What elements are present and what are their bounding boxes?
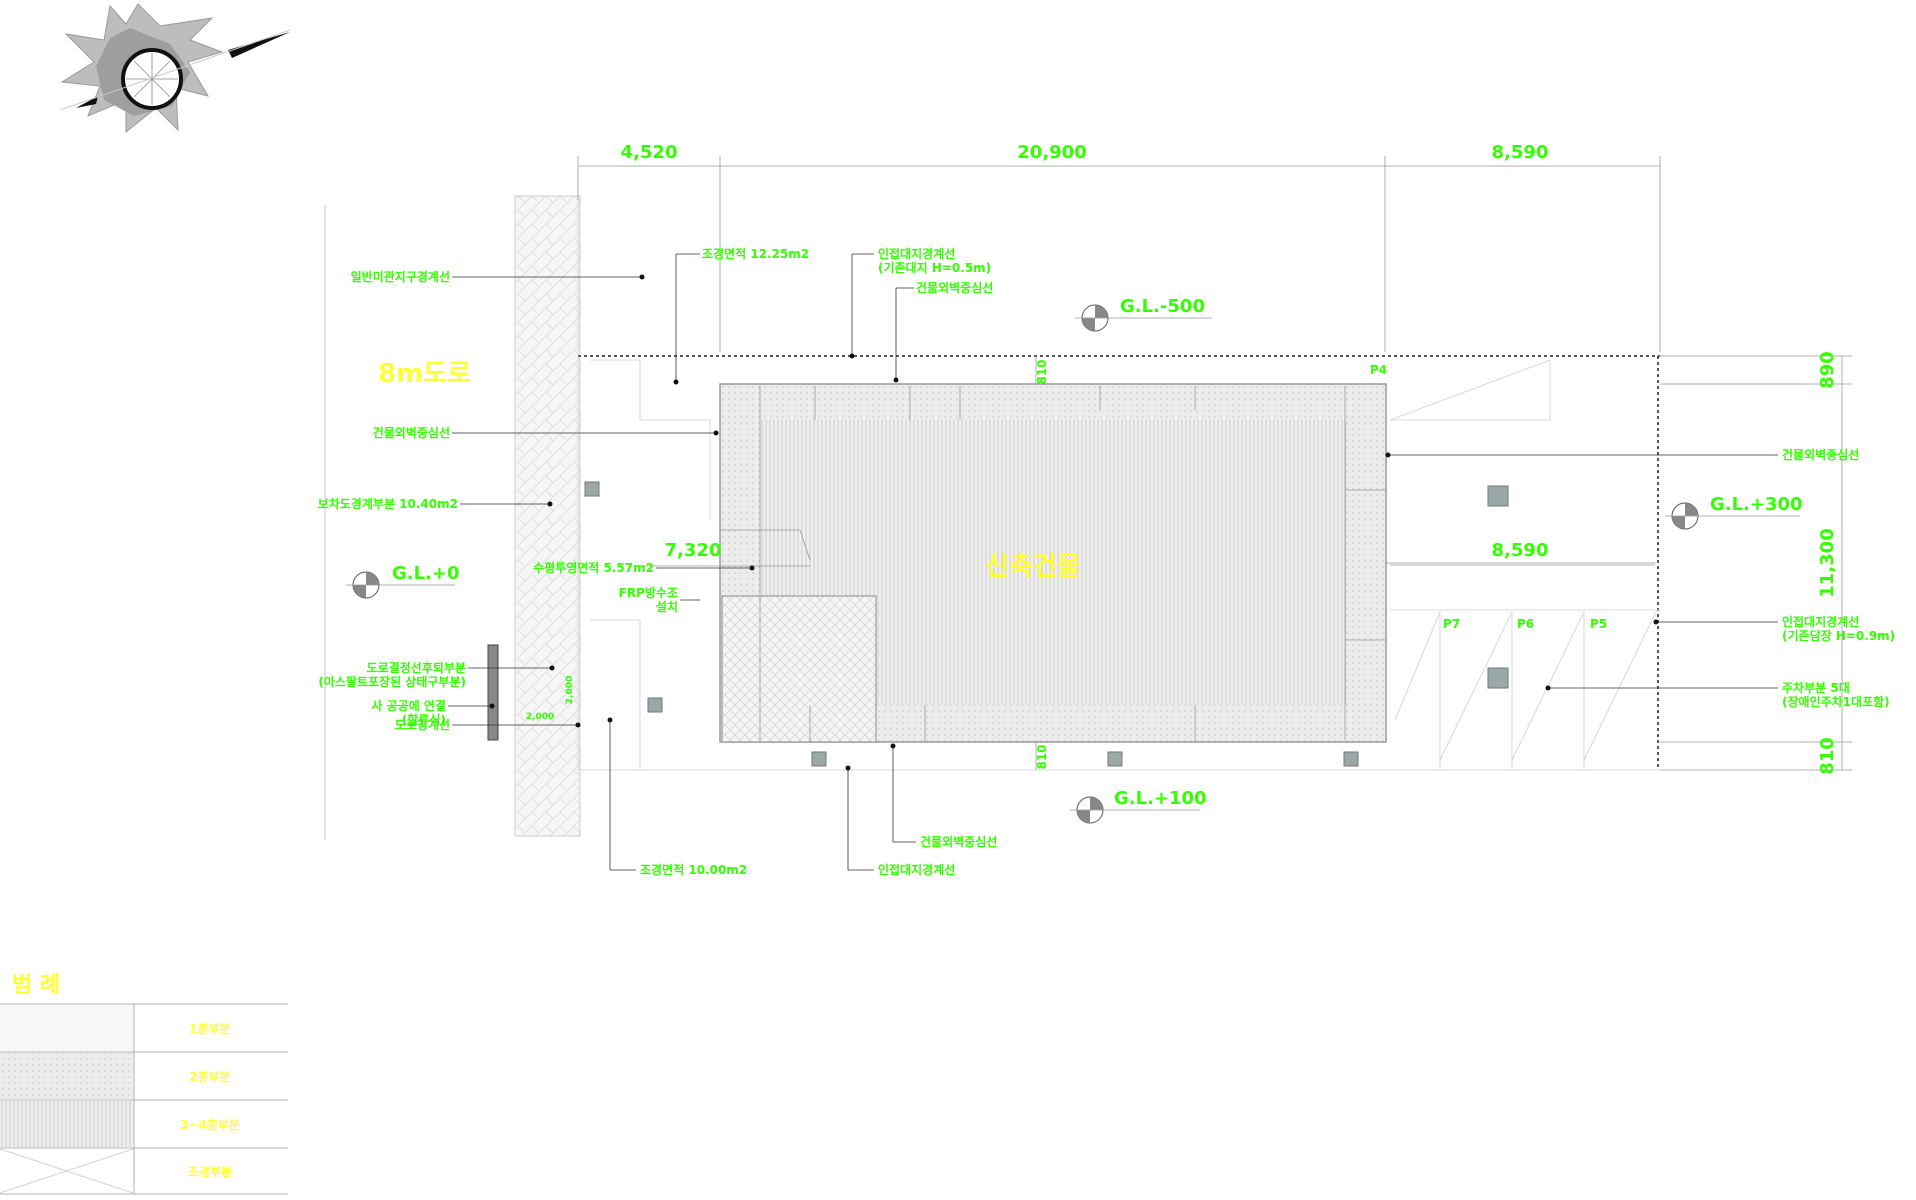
dimension-right-3: 810 — [1817, 737, 1838, 775]
legend-item-2: 2층부분 — [189, 1069, 230, 1084]
dimension-inner-right: 8,590 — [1492, 540, 1549, 561]
annotation-left-5: 사 공공에 연결(합류식) — [371, 698, 446, 727]
level-south: G.L.+100 — [1114, 788, 1207, 809]
level-east: G.L.+300 — [1710, 494, 1803, 515]
legend-swatch-3 — [0, 1101, 133, 1147]
dimension-top-2: 20,900 — [1017, 142, 1086, 163]
manhole-element — [487, 644, 499, 741]
annotation-top-2: 인접대지경계선(기존대지 H=0.5m) — [878, 246, 991, 275]
road-label: 8m도로 — [378, 359, 471, 389]
building-label: 신축건물 — [985, 552, 1081, 582]
sidewalk-area — [514, 195, 581, 837]
legend-title: 범 례 — [12, 973, 60, 998]
level-marker-north — [1075, 304, 1212, 332]
legend-item-4: 조경부분 — [188, 1165, 232, 1179]
middle-annotations — [656, 565, 755, 601]
annotation-middle-1: 수평투영면적 5.57m2 — [533, 560, 654, 575]
annotation-left-2: 건물외벽중심선 — [373, 425, 450, 440]
parking-stalls — [1394, 611, 1657, 770]
level-marker-west — [346, 571, 455, 599]
parking-p4: P4 — [1370, 363, 1387, 377]
top-annotations — [673, 253, 914, 385]
legend: 범 례 1층부분 2층부분 3~4층부분 조경부분 — [0, 973, 288, 1195]
compass-icon — [59, 3, 291, 134]
annotation-bottom-1: 조경면적 10.00m2 — [640, 862, 747, 877]
dimension-right-2: 11,300 — [1817, 528, 1838, 597]
annotation-right-2: 인접대지경계선(기존담장 H=0.9m) — [1782, 614, 1895, 643]
bottom-annotations — [607, 717, 916, 871]
legend-swatch-1 — [0, 1005, 133, 1051]
annotation-right-3: 주차부분 5대(장애인주차1대포함) — [1782, 680, 1890, 709]
level-west: G.L.+0 — [392, 563, 460, 584]
dimension-top-1: 4,520 — [621, 142, 678, 163]
annotation-bottom-2: 건물외벽중심선 — [920, 834, 997, 849]
dimension-top-3: 8,590 — [1492, 142, 1549, 163]
parking-p6: P6 — [1517, 617, 1534, 631]
level-north: G.L.-500 — [1120, 296, 1205, 317]
building-wing — [721, 595, 877, 743]
annotation-top-1: 조경면적 12.25m2 — [702, 246, 809, 261]
dimension-right-1: 890 — [1817, 351, 1838, 389]
right-dimension-line — [1660, 355, 1852, 771]
dimension-small-horizontal: 2,000 — [526, 712, 554, 722]
annotation-bottom-3: 인접대지경계선 — [878, 862, 955, 877]
dimension-building-bottom: 810 — [1035, 744, 1049, 769]
left-annotations — [448, 274, 719, 728]
dimension-small-vertical: 2,000 — [565, 676, 575, 704]
annotation-left-6: 도로경계선 — [395, 717, 450, 732]
annotation-top-3: 건물외벽중심선 — [916, 280, 993, 295]
right-annotations — [1385, 452, 1778, 691]
legend-item-3: 3~4층부분 — [180, 1117, 240, 1132]
top-dimension-line — [577, 156, 1661, 352]
annotation-left-3: 보차도경계부분 10.40m2 — [318, 496, 458, 511]
dimension-building-top: 810 — [1035, 359, 1049, 384]
legend-item-1: 1층부분 — [189, 1021, 230, 1036]
level-marker-south — [1070, 796, 1200, 824]
annotation-left-4: 도로결정선후퇴부분(아스팔트포장된 상태구부분) — [318, 660, 466, 689]
annotation-right-1: 건물외벽중심선 — [1782, 447, 1859, 462]
level-marker-east — [1665, 502, 1800, 530]
parking-p7: P7 — [1443, 617, 1460, 631]
legend-swatch-2 — [0, 1053, 133, 1099]
annotation-left-1: 일반미관지구경계선 — [351, 269, 450, 284]
dimension-inner-left: 7,320 — [665, 540, 722, 561]
parking-p5: P5 — [1590, 617, 1607, 631]
